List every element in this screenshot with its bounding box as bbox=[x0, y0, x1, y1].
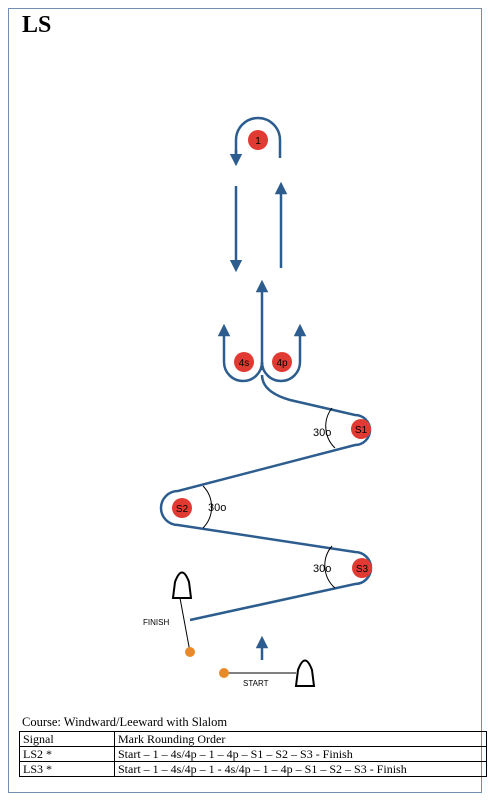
mark-s3 bbox=[352, 558, 372, 578]
finish-boat bbox=[171, 571, 193, 599]
header-signal: Signal bbox=[19, 731, 115, 747]
signal-cell: LS2 * bbox=[19, 746, 115, 762]
table-row: LS3 * Start – 1 – 4s/4p – 1 - 4s/4p – 1 … bbox=[19, 761, 487, 777]
start-boat bbox=[294, 659, 316, 687]
course-caption: Course: Windward/Leeward with Slalom bbox=[22, 715, 228, 729]
mark-4s bbox=[234, 352, 254, 372]
mark-4p-label: 4p bbox=[276, 358, 288, 369]
page-title: LS bbox=[22, 12, 52, 38]
gate-4p-rounding-path bbox=[260, 323, 307, 383]
finish-pin bbox=[185, 647, 195, 657]
mark-s2-label: S2 bbox=[176, 504, 189, 515]
angle-label-s2: 30o bbox=[208, 502, 226, 514]
mark-1-label: 1 bbox=[255, 136, 261, 147]
start-pin bbox=[219, 668, 229, 678]
slalom-path bbox=[159, 374, 373, 622]
finish-line bbox=[179, 597, 191, 653]
page-frame bbox=[8, 8, 482, 793]
gate-4s-rounding-path bbox=[217, 323, 264, 383]
angle-arc-s2 bbox=[202, 485, 213, 529]
course-diagram: 1 4s 4p S1 30o S2 30o S3 30o FINISH STAR… bbox=[143, 116, 373, 688]
table-header-row: Signal Mark Rounding Order bbox=[19, 731, 487, 747]
mark-4s-label: 4s bbox=[239, 358, 250, 369]
mark-s2 bbox=[172, 498, 192, 518]
order-cell: Start – 1 – 4s/4p – 1 – 4p – S1 – S2 – S… bbox=[114, 746, 487, 762]
table-row: LS2 * Start – 1 – 4s/4p – 1 – 4p – S1 – … bbox=[19, 746, 487, 762]
rounding-order-table: Signal Mark Rounding Order LS2 * Start –… bbox=[19, 731, 487, 777]
mark-s1-label: S1 bbox=[355, 425, 368, 436]
mark-s3-label: S3 bbox=[356, 564, 369, 575]
finish-label: FINISH bbox=[143, 618, 169, 627]
start-label: START bbox=[243, 679, 269, 688]
angle-label-s3: 30o bbox=[313, 563, 331, 575]
mark1-rounding-path bbox=[234, 116, 282, 158]
angle-label-s1: 30o bbox=[313, 427, 331, 439]
angle-arc-s3 bbox=[324, 545, 336, 589]
mark-s1 bbox=[351, 419, 371, 439]
header-mark-rounding-order: Mark Rounding Order bbox=[114, 731, 487, 747]
mark-4p bbox=[272, 352, 292, 372]
order-cell: Start – 1 – 4s/4p – 1 - 4s/4p – 1 – 4p –… bbox=[114, 761, 487, 777]
signal-cell: LS3 * bbox=[19, 761, 115, 777]
mark-1 bbox=[248, 130, 268, 150]
angle-arc-s1 bbox=[325, 407, 336, 449]
